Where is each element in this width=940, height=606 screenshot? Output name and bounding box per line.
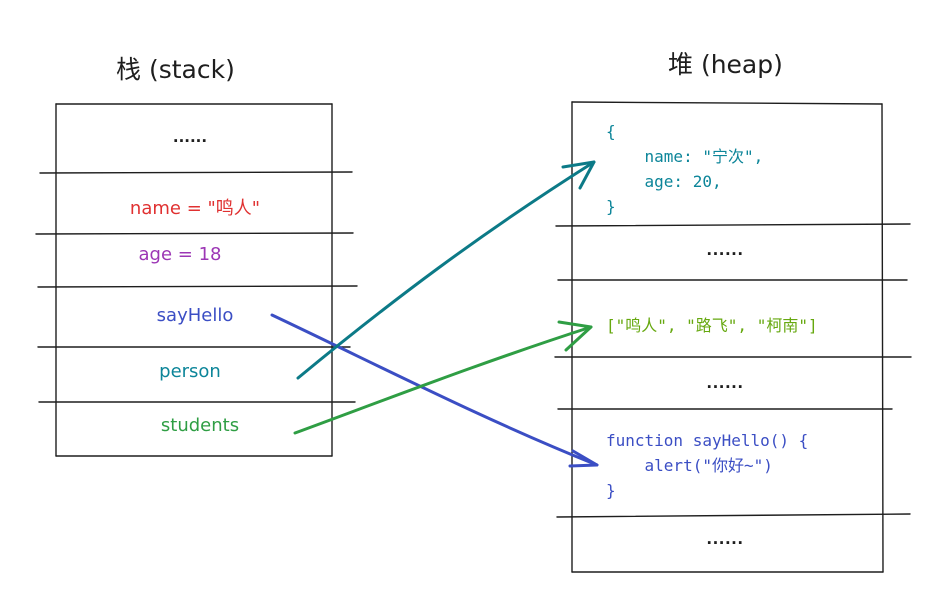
stack-separator xyxy=(37,285,358,288)
stack-slot-person: person xyxy=(159,361,221,382)
heap-function-literal: function sayHello() { alert("你好~")} xyxy=(606,428,808,503)
heap-box xyxy=(571,101,884,573)
heap-separators xyxy=(554,223,912,518)
heap-ellipsis-2: ...... xyxy=(706,374,744,392)
stack-slot-ellipsis: ...... xyxy=(172,128,208,146)
stack-separator xyxy=(39,171,353,174)
heap-separator xyxy=(556,513,911,518)
heap-ellipsis-1: ...... xyxy=(706,241,744,259)
stack-slot-age: age = 18 xyxy=(138,244,222,265)
heap-array-literal: ["鸣人", "路飞", "柯南"] xyxy=(606,316,818,335)
stack-box xyxy=(55,103,333,457)
function-body-line: alert("你好~") xyxy=(606,456,773,475)
object-age-line: age: 20, xyxy=(606,172,722,191)
function-signature-line: function sayHello() { xyxy=(606,431,809,450)
heap-separator xyxy=(555,223,911,227)
arrow-students-to-array xyxy=(293,320,593,435)
stack-slot-students: students xyxy=(160,415,240,436)
arrow-sayhello-to-function xyxy=(270,313,599,468)
stack-slot-name: name = "鸣人" xyxy=(129,198,261,219)
stack-slot-sayhello: sayHello xyxy=(156,305,234,326)
stack-separators xyxy=(35,171,358,403)
object-name-line: name: "宁次", xyxy=(606,147,764,166)
heap-title: 堆 (heap) xyxy=(668,50,783,79)
object-close-brace: } xyxy=(606,197,616,216)
heap-object-literal: { name: "宁次", age: 20,} xyxy=(606,119,763,219)
heap-ellipsis-3: ...... xyxy=(706,530,744,548)
stack-title: 栈 (stack) xyxy=(116,55,235,84)
arrow-person-to-object xyxy=(296,160,596,380)
object-open-brace: { xyxy=(606,122,616,141)
stack-separator xyxy=(35,232,354,235)
function-close-brace: } xyxy=(606,481,616,500)
